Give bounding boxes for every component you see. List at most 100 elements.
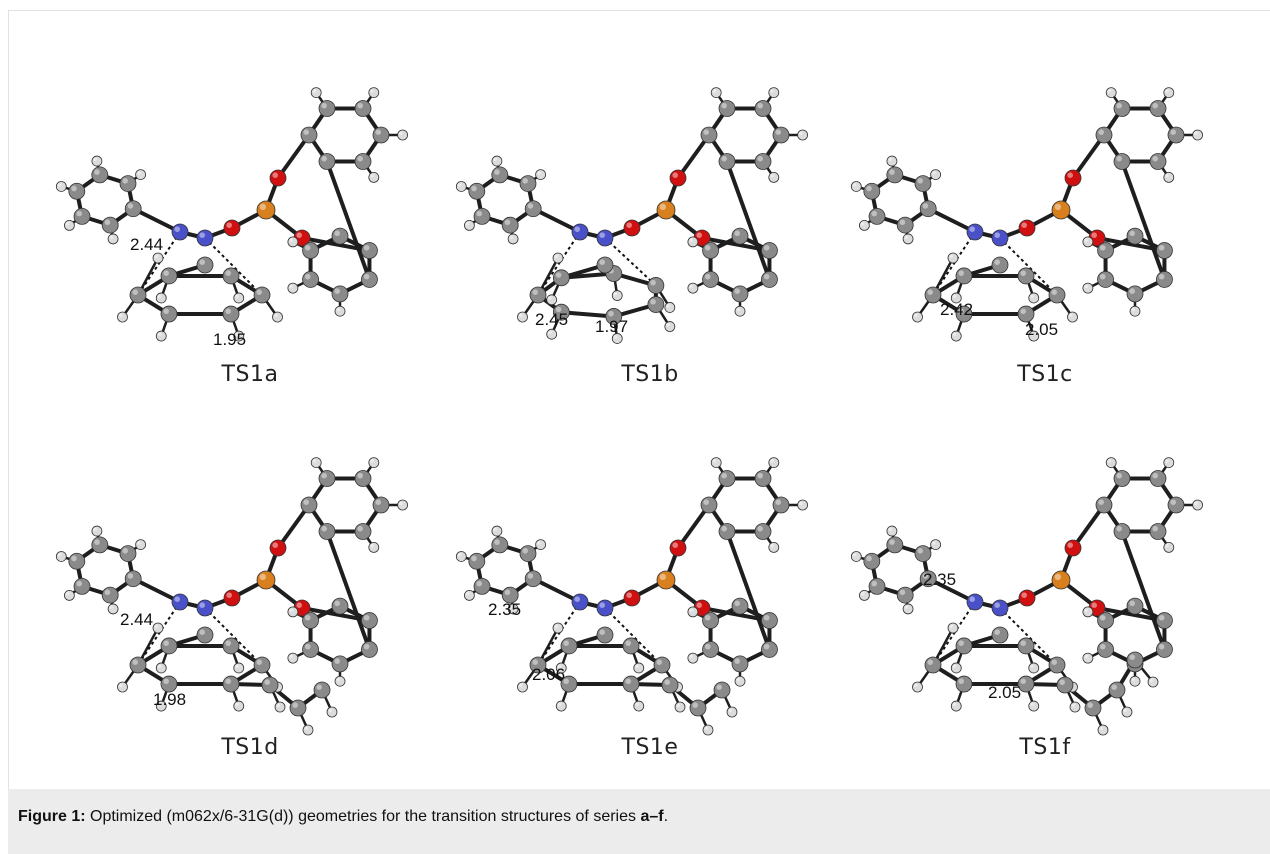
atom-highlight — [163, 308, 169, 315]
atom-highlight — [65, 591, 70, 596]
atom-highlight — [289, 654, 293, 659]
carbon-atom — [501, 586, 519, 604]
phosphorus-atom — [656, 200, 676, 220]
atom-highlight — [304, 273, 311, 280]
atom-highlight — [363, 614, 370, 621]
atom-highlight — [1020, 270, 1026, 276]
atom-highlight — [1099, 273, 1106, 280]
carbon-atom — [552, 303, 570, 321]
atom-highlight — [866, 185, 872, 192]
hydrogen-atom — [91, 525, 103, 537]
atom-highlight — [994, 232, 1000, 238]
carbon-atom — [718, 153, 736, 170]
atom-highlight — [199, 629, 205, 635]
atom-highlight — [304, 643, 311, 650]
atom-highlight — [1129, 230, 1135, 237]
carbon-atom — [331, 597, 349, 615]
atom-highlight — [676, 703, 680, 707]
atom-highlight — [1152, 155, 1158, 162]
hydrogen-atom — [710, 87, 722, 98]
carbon-atom — [661, 676, 679, 694]
atom-highlight — [157, 664, 162, 668]
atom-highlight — [763, 614, 770, 621]
atom-highlight — [71, 185, 77, 192]
carbon-atom — [863, 552, 881, 570]
carbon-atom — [302, 242, 319, 259]
bond — [1120, 160, 1167, 281]
atom-highlight — [226, 222, 232, 228]
atom-highlight — [958, 270, 964, 276]
hydrogen-atom — [55, 551, 67, 562]
carbon-atom — [1156, 271, 1173, 288]
carbon-atom — [1097, 641, 1114, 658]
forming-bond — [204, 607, 263, 666]
atom-highlight — [696, 602, 702, 608]
atom-highlight — [721, 155, 727, 162]
atom-highlight — [599, 259, 605, 265]
carbon-atom — [222, 637, 240, 655]
carbon-atom — [1113, 153, 1131, 170]
hydrogen-atom — [912, 311, 923, 323]
hydrogen-atom — [517, 681, 528, 693]
atom-highlight — [457, 552, 462, 557]
atom-highlight — [932, 541, 936, 545]
nitrogen-atom — [991, 599, 1009, 617]
forming-bond — [932, 231, 976, 296]
carbon-atom — [622, 637, 640, 655]
carbon-atom — [468, 552, 486, 570]
carbon-atom — [1156, 612, 1173, 629]
atom-highlight — [689, 284, 693, 289]
atom-highlight — [659, 573, 666, 580]
hydrogen-atom — [552, 252, 564, 264]
atom-highlight — [363, 643, 370, 650]
atom-highlight — [316, 684, 323, 690]
atom-highlight — [471, 555, 477, 562]
atom-highlight — [522, 548, 528, 554]
forming-bond — [537, 231, 581, 296]
atom-highlight — [1194, 131, 1198, 135]
carbon-atom — [1048, 656, 1066, 674]
atom-highlight — [259, 573, 266, 580]
atom-highlight — [1129, 288, 1135, 294]
carbon-atom — [160, 675, 178, 693]
atom-highlight — [235, 294, 239, 298]
panel-label: TS1a — [221, 362, 279, 387]
hydrogen-atom — [886, 155, 898, 167]
hydrogen-atom — [368, 172, 380, 183]
hydrogen-atom — [1028, 330, 1040, 342]
nitrogen-atom — [171, 593, 189, 611]
carbon-atom — [91, 166, 109, 184]
bond-distance-label: 2.45 — [535, 310, 568, 329]
atom-highlight — [927, 659, 933, 665]
atom-highlight — [904, 605, 909, 609]
atom-highlight — [599, 629, 605, 635]
caption-label: Figure 1: — [18, 808, 86, 825]
atom-highlight — [625, 678, 631, 685]
bond — [676, 133, 711, 180]
hydrogen-atom — [768, 457, 780, 468]
atom-highlight — [174, 226, 180, 232]
carbon-atom — [300, 126, 318, 144]
phosphorus-atom — [1051, 570, 1071, 590]
atom-highlight — [199, 259, 205, 265]
hydrogen-atom — [463, 590, 475, 601]
carbon-atom — [991, 256, 1009, 274]
hydrogen-atom — [1192, 129, 1204, 141]
carbon-atom — [524, 570, 542, 588]
atom-highlight — [1131, 307, 1135, 312]
atom-highlight — [336, 677, 340, 682]
panel-label: TS1d — [221, 735, 279, 760]
atom-highlight — [1021, 592, 1027, 598]
carbon-atom — [596, 626, 614, 644]
atom-highlight — [563, 640, 569, 646]
molecule-ts1f: 2.352.05 — [850, 457, 1204, 736]
atom-highlight — [635, 702, 639, 707]
atom-highlight — [914, 683, 918, 687]
carbon-atom — [68, 552, 86, 570]
hydrogen-atom — [287, 606, 299, 618]
atom-highlight — [363, 244, 370, 251]
carbon-atom — [119, 545, 137, 563]
atom-highlight — [109, 605, 114, 609]
